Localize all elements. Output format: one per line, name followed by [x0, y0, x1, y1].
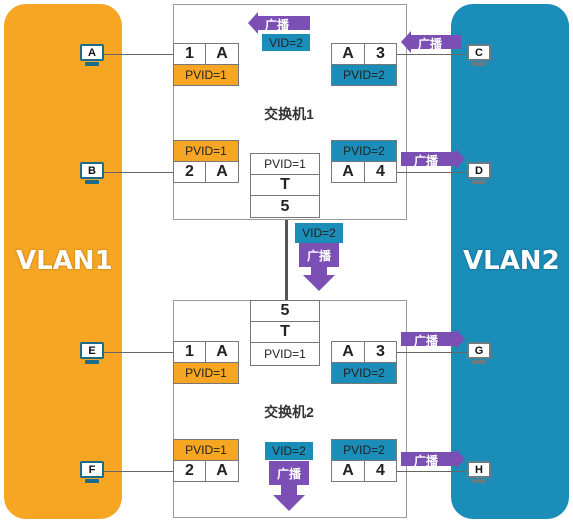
- sw2-port1-mode: A: [205, 341, 239, 363]
- sw1-port1-number: 1: [173, 43, 206, 65]
- sw1-port2-mode: A: [205, 161, 239, 183]
- broadcast-arrow-right-icon: [401, 328, 465, 350]
- monitor-stand-icon: [85, 479, 99, 483]
- sw2-port3-number: 3: [364, 341, 397, 363]
- broadcast-label-h: 广播: [414, 454, 439, 468]
- sw2-port4-number: 4: [364, 460, 397, 482]
- link-g: [397, 352, 467, 353]
- vlan2-label: VLAN2: [463, 246, 560, 276]
- sw2-port4-mode: A: [331, 460, 365, 482]
- sw1-port1-mode: A: [205, 43, 239, 65]
- vlan1-label: VLAN1: [16, 246, 113, 276]
- broadcast-label-c: 广播: [418, 37, 443, 51]
- host-d[interactable]: D: [467, 162, 491, 186]
- host-e-label: E: [80, 342, 104, 359]
- link-a: [103, 54, 173, 55]
- broadcast-label-d: 广播: [414, 154, 439, 168]
- sw1-port2-number: 2: [173, 161, 206, 183]
- link-e: [103, 352, 173, 353]
- monitor-stand-icon: [472, 62, 486, 66]
- sw1-port3-pvid: PVID=2: [331, 64, 397, 86]
- vlan2-area: [451, 4, 569, 519]
- switch-2-title: 交换机2: [264, 404, 314, 420]
- host-g[interactable]: G: [467, 342, 491, 366]
- sw1-port3-number: 3: [364, 43, 397, 65]
- monitor-stand-icon: [472, 360, 486, 364]
- host-c[interactable]: C: [467, 44, 491, 68]
- broadcast-label-sw2: 广播: [277, 467, 302, 481]
- broadcast-arrow-right-icon: [401, 148, 465, 170]
- broadcast-arrow-left-icon: [248, 12, 310, 34]
- switch-1-title: 交换机1: [264, 106, 314, 122]
- host-a[interactable]: A: [80, 44, 104, 68]
- host-e[interactable]: E: [80, 342, 104, 366]
- broadcast-arrow-left-icon: [401, 31, 461, 53]
- sw1-trunk-pvid: PVID=1: [250, 153, 320, 175]
- sw1-port3-mode: A: [331, 43, 365, 65]
- sw2-port2-pvid: PVID=1: [173, 439, 239, 461]
- vid-tag-trunk: VID=2: [295, 223, 343, 243]
- sw1-port2-pvid: PVID=1: [173, 140, 239, 162]
- monitor-stand-icon: [85, 360, 99, 364]
- sw1-trunk-mode: T: [250, 174, 320, 196]
- broadcast-arrow-down-icon: [299, 243, 339, 291]
- vlan1-area: [4, 4, 122, 519]
- vid-tag-sw1-top: VID=2: [262, 34, 310, 51]
- sw1-port4-number: 4: [364, 161, 397, 183]
- sw2-port4-pvid: PVID=2: [331, 439, 397, 461]
- sw2-port3-mode: A: [331, 341, 365, 363]
- host-g-label: G: [467, 342, 491, 359]
- link-d: [397, 172, 467, 173]
- sw2-port1-number: 1: [173, 341, 206, 363]
- sw2-trunk-mode: T: [250, 321, 320, 343]
- monitor-stand-icon: [472, 479, 486, 483]
- broadcast-arrow-down-icon: [269, 461, 309, 511]
- host-b[interactable]: B: [80, 162, 104, 186]
- sw1-port4-pvid: PVID=2: [331, 140, 397, 162]
- broadcast-label-sw1: 广播: [265, 18, 290, 32]
- sw1-trunk-number: 5: [250, 195, 320, 218]
- broadcast-label-g: 广播: [414, 334, 439, 348]
- sw2-trunk-number: 5: [250, 300, 320, 322]
- link-h: [397, 471, 467, 472]
- host-b-label: B: [80, 162, 104, 179]
- host-a-label: A: [80, 44, 104, 61]
- link-b: [103, 172, 173, 173]
- monitor-stand-icon: [472, 180, 486, 184]
- host-h-label: H: [467, 461, 491, 478]
- trunk-link: [285, 218, 288, 300]
- host-f[interactable]: F: [80, 461, 104, 485]
- host-h[interactable]: H: [467, 461, 491, 485]
- host-f-label: F: [80, 461, 104, 478]
- sw2-port2-mode: A: [205, 460, 239, 482]
- link-f: [103, 471, 173, 472]
- broadcast-label-trunk: 广播: [307, 249, 332, 263]
- sw2-port3-pvid: PVID=2: [331, 362, 397, 384]
- sw1-port4-mode: A: [331, 161, 365, 183]
- broadcast-arrow-right-icon: [401, 448, 465, 470]
- vid-tag-sw2-bottom: VID=2: [265, 442, 313, 460]
- host-c-label: C: [467, 44, 491, 61]
- sw2-port2-number: 2: [173, 460, 206, 482]
- sw2-trunk-pvid: PVID=1: [250, 342, 320, 366]
- monitor-stand-icon: [85, 180, 99, 184]
- monitor-stand-icon: [85, 62, 99, 66]
- link-c: [397, 54, 467, 55]
- host-d-label: D: [467, 162, 491, 179]
- sw2-port1-pvid: PVID=1: [173, 362, 239, 384]
- sw1-port1-pvid: PVID=1: [173, 64, 239, 86]
